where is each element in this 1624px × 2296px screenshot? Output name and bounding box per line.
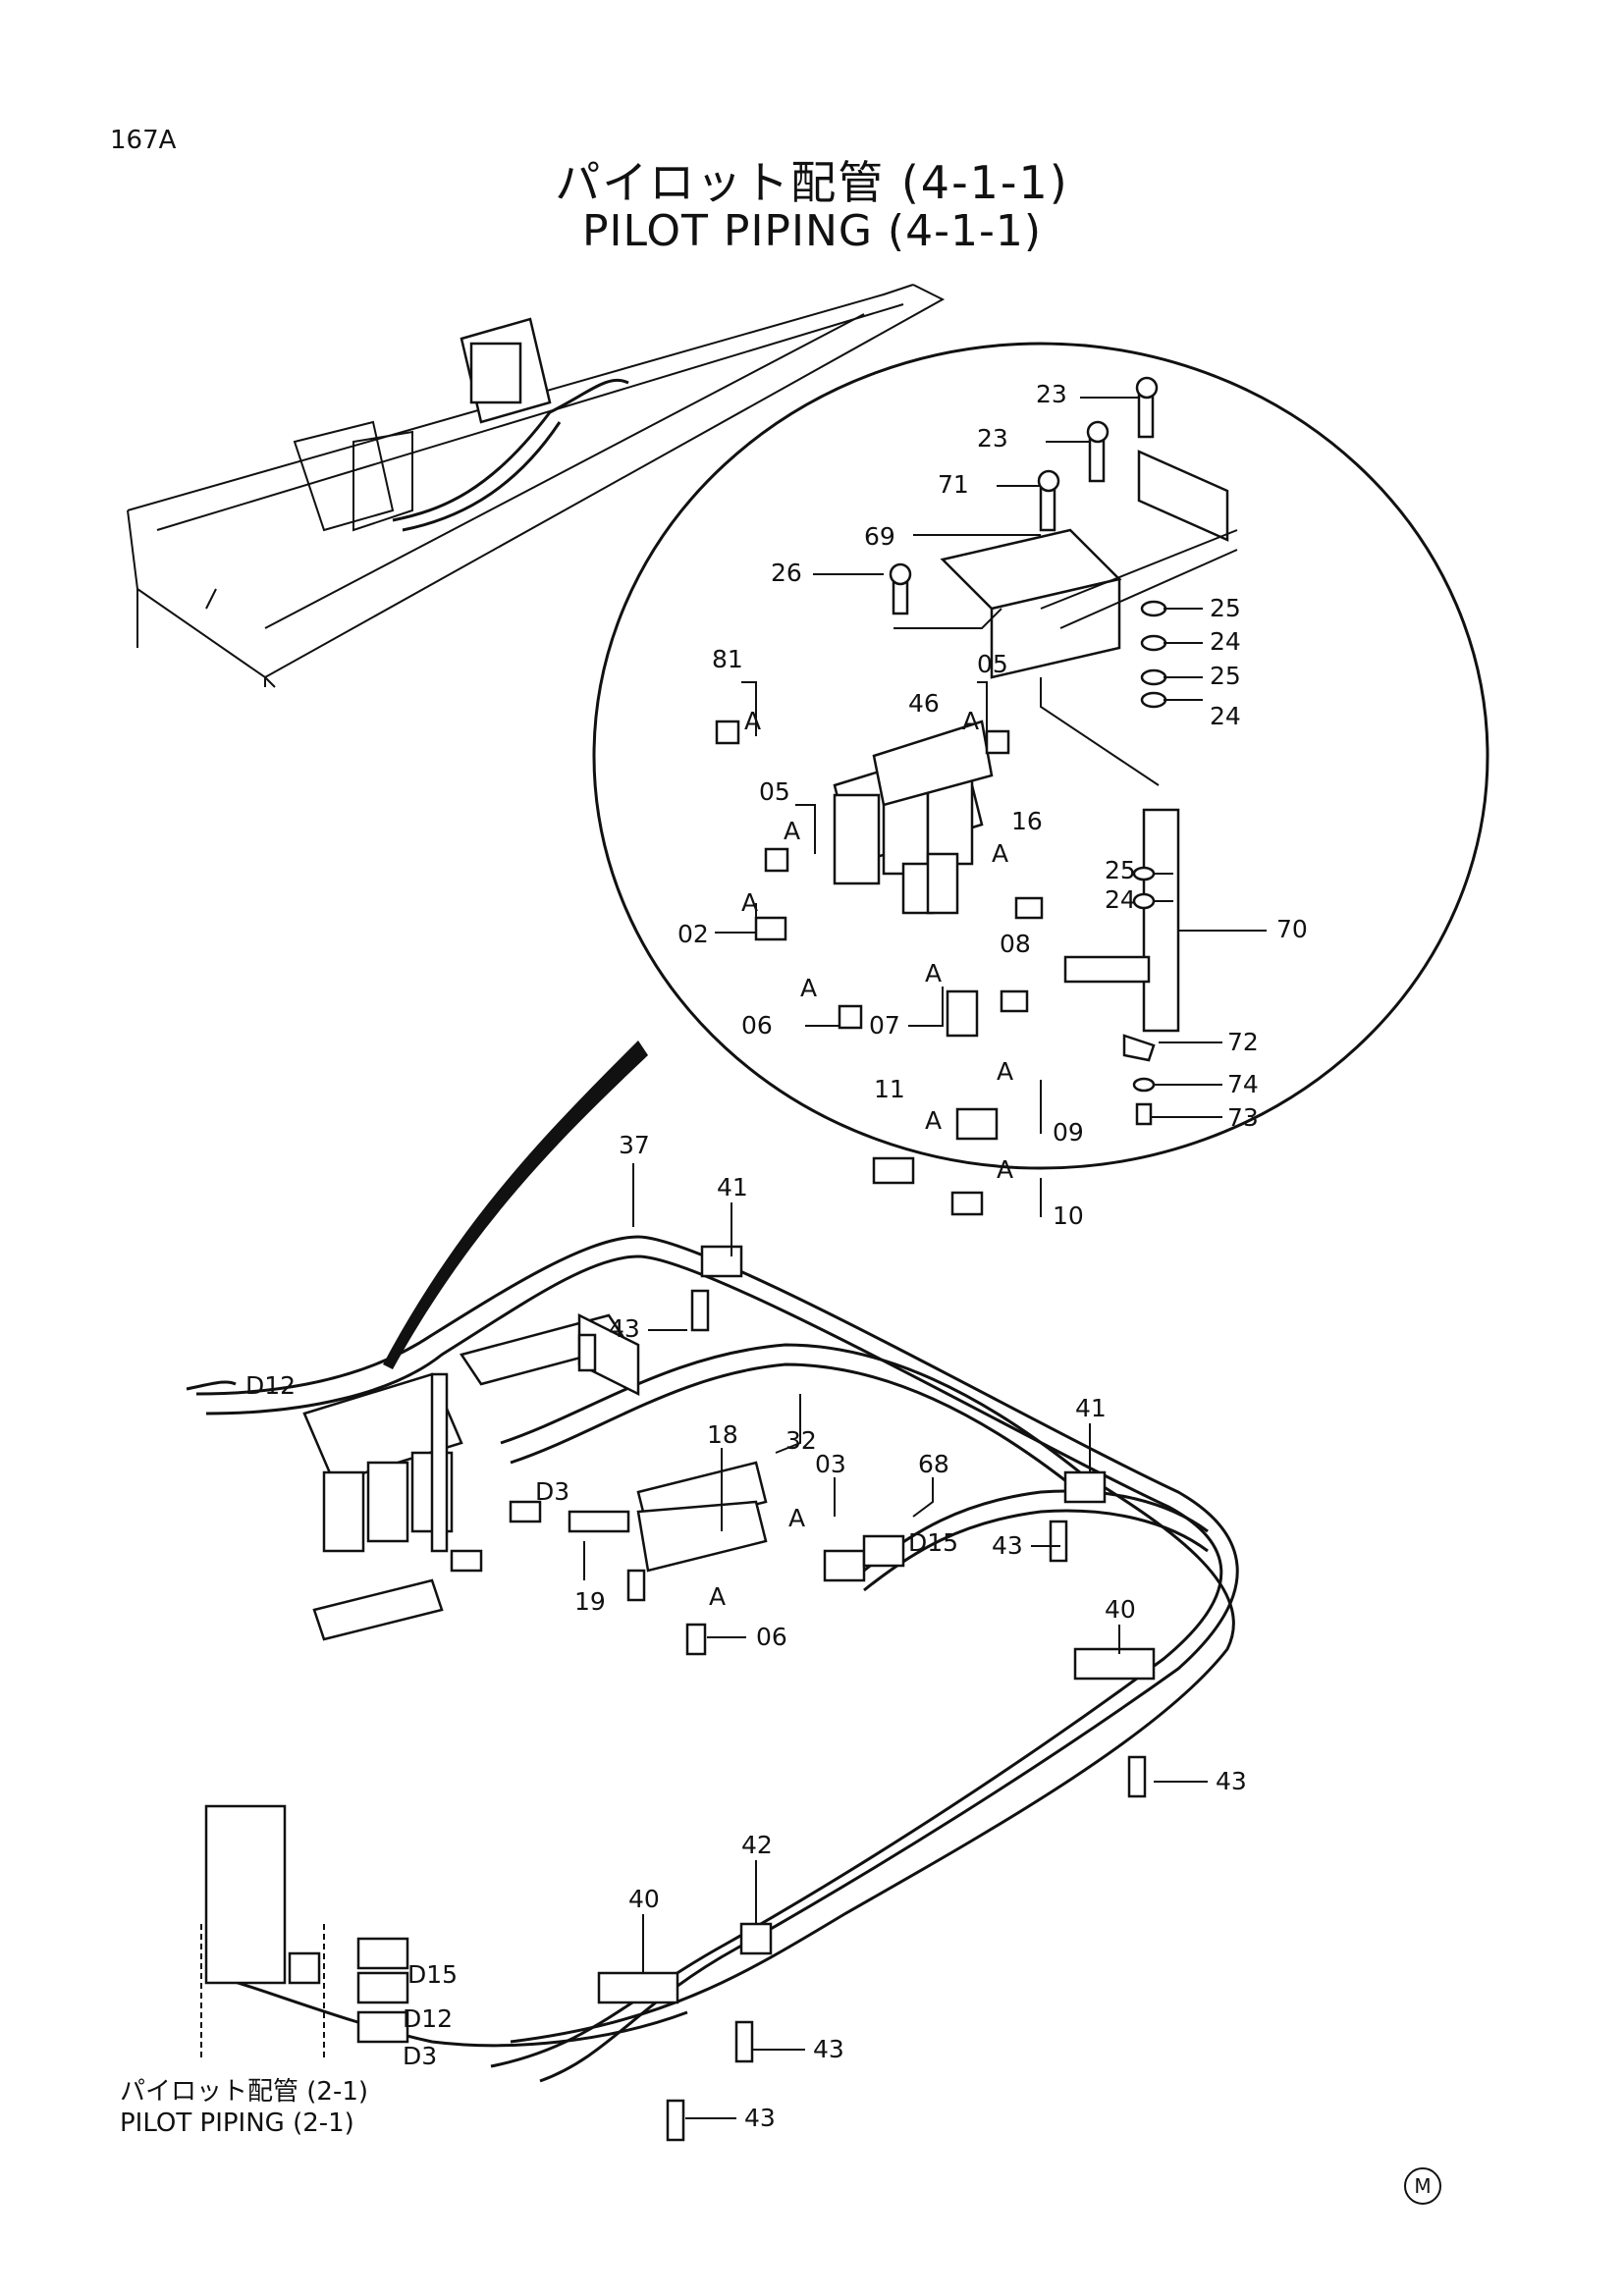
callout-42: 42: [741, 1831, 773, 1859]
callout-10: 10: [1053, 1201, 1084, 1230]
callout-72: 72: [1227, 1028, 1259, 1056]
part-callouts: 23 23 71 69 26 25 24 25 24 81 05 46 05 1…: [574, 380, 1308, 2132]
joint-mark-a: A: [962, 707, 979, 735]
callout-32: 32: [785, 1426, 817, 1455]
pipe-clamps: [597, 1245, 1156, 2004]
joint-mark-a: A: [709, 1582, 726, 1611]
callout-71: 71: [938, 470, 969, 499]
callout-74: 74: [1227, 1070, 1259, 1098]
detail-view-circle: [383, 342, 1489, 1369]
callout-24: 24: [1210, 627, 1241, 656]
machine-frame-overview: [127, 284, 946, 688]
callout-23: 23: [1036, 380, 1067, 408]
joint-mark-a: A: [784, 817, 800, 845]
port-label-d15: D15: [908, 1528, 958, 1557]
callout-11: 11: [874, 1075, 905, 1103]
callout-06: 06: [741, 1011, 773, 1040]
callout-69: 69: [864, 522, 895, 551]
callout-43: 43: [992, 1531, 1023, 1560]
callout-81: 81: [712, 645, 743, 673]
port-label-d12: D12: [403, 2004, 453, 2033]
callout-25: 25: [1105, 856, 1136, 884]
callout-68: 68: [918, 1450, 949, 1478]
leader-lines: [715, 397, 1267, 1217]
joint-mark-a: A: [788, 1504, 805, 1532]
joint-mark-a: A: [800, 974, 817, 1002]
joint-mark-a: A: [744, 707, 761, 735]
port-labels: D12 D3 D15 D15 D12 D3: [245, 1371, 958, 2070]
page-title-japanese: パイロット配管 (4-1-1): [555, 156, 1069, 209]
joint-marks: A A A A A A A A A A A A: [709, 707, 1013, 1611]
callout-24: 24: [1210, 702, 1241, 730]
joint-mark-a: A: [992, 839, 1008, 868]
footer-mark: M: [1404, 2167, 1441, 2205]
callout-25: 25: [1210, 662, 1241, 690]
joint-mark-a: A: [741, 888, 758, 917]
page-title-english: PILOT PIPING (4-1-1): [581, 206, 1043, 256]
callout-16: 16: [1011, 807, 1043, 835]
joint-mark-a: A: [925, 959, 942, 988]
callout-02: 02: [677, 920, 709, 948]
callout-23: 23: [977, 424, 1008, 453]
callout-05: 05: [977, 650, 1008, 678]
callout-43: 43: [1216, 1767, 1247, 1795]
callout-43: 43: [813, 2035, 844, 2063]
page-number: 167A: [110, 126, 177, 155]
port-label-d3: D3: [403, 2042, 437, 2070]
callout-70: 70: [1276, 915, 1308, 943]
callout-37: 37: [619, 1131, 650, 1159]
callout-09: 09: [1053, 1118, 1084, 1147]
callout-25: 25: [1210, 594, 1241, 622]
callout-40: 40: [628, 1885, 660, 1913]
port-label-d12: D12: [245, 1371, 296, 1400]
callout-73: 73: [1227, 1103, 1259, 1132]
callout-03: 03: [815, 1450, 846, 1478]
callout-08: 08: [1000, 930, 1031, 958]
callout-43: 43: [744, 2104, 776, 2132]
mounting-bracket: [893, 450, 1238, 1033]
callout-41: 41: [717, 1173, 748, 1201]
callout-46: 46: [908, 689, 940, 718]
callout-24: 24: [1105, 885, 1136, 914]
joint-mark-a: A: [997, 1057, 1013, 1086]
callout-19: 19: [574, 1587, 606, 1616]
lower-leader-lines: [583, 1163, 1208, 2119]
joint-mark-a: A: [925, 1106, 942, 1135]
joint-mark-a: A: [997, 1155, 1013, 1184]
solenoid-valve-block: [715, 720, 1044, 1216]
callout-06: 06: [756, 1623, 787, 1651]
reference-label-english: PILOT PIPING (2-1): [120, 2109, 354, 2138]
port-label-d3: D3: [535, 1477, 569, 1506]
callout-07: 07: [869, 1011, 900, 1040]
port-label-d15: D15: [407, 1960, 458, 1989]
callout-26: 26: [771, 559, 802, 587]
callout-40: 40: [1105, 1595, 1136, 1624]
callout-18: 18: [707, 1420, 738, 1449]
lower-valve-assembly: [200, 1289, 1147, 2142]
callout-43: 43: [609, 1314, 640, 1343]
pilot-pipes: [186, 1235, 1239, 2083]
callout-05: 05: [759, 777, 790, 806]
callout-41: 41: [1075, 1394, 1107, 1422]
reference-label-japanese: パイロット配管 (2-1): [120, 2077, 369, 2107]
